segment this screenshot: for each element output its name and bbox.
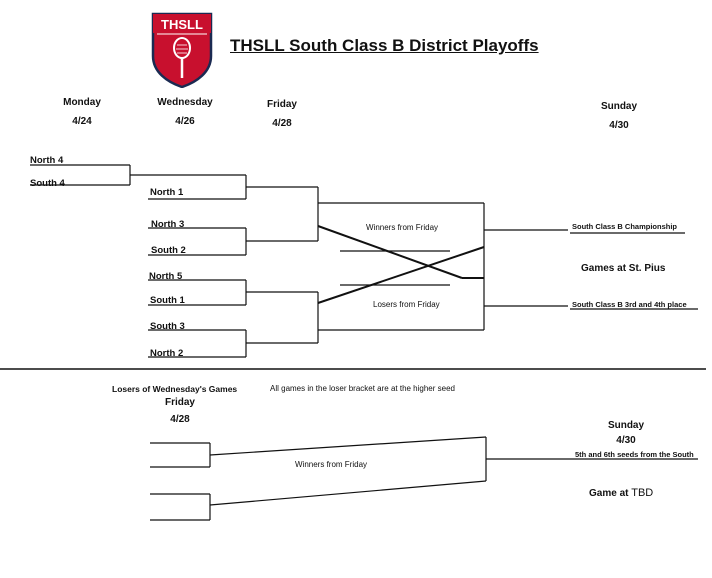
day-date: 4/30: [616, 435, 636, 446]
day-name: Wednesday: [157, 97, 213, 108]
venue-label-text: Game at: [589, 488, 629, 499]
team-south-2: South 2: [151, 245, 186, 256]
day-name: Friday: [266, 99, 297, 110]
day-header-wednesday: Wednesday 4/26: [155, 97, 215, 127]
logo-text: THSLL: [161, 17, 203, 32]
team-south-4: South 4: [30, 178, 65, 189]
friday-winners-label: Winners from Friday: [366, 223, 439, 232]
day-header-sunday: Sunday 4/30: [597, 101, 641, 131]
loser-bracket-heading: Losers of Wednesday's Games: [112, 384, 238, 394]
team-north-2: North 2: [150, 348, 184, 359]
day-date: 4/24: [72, 116, 92, 127]
loser-winners-label: Winners from Friday: [295, 460, 368, 469]
loser-bracket-note: All games in the loser bracket are at th…: [270, 384, 455, 393]
line-cross-a: [317, 225, 463, 279]
line-loser-g2-out: [209, 480, 487, 506]
team-north-4: North 4: [30, 155, 64, 166]
venue-value-text: TBD: [631, 487, 654, 499]
championship-label: South Class B Championship: [572, 222, 678, 231]
loser-day-header-sunday: Sunday 4/30: [604, 420, 648, 446]
venue-label: Games at St. Pius: [581, 263, 666, 274]
day-name: Monday: [63, 97, 101, 108]
loser-venue: Game at TBD: [589, 487, 653, 499]
friday-losers-label: Losers from Friday: [373, 300, 440, 309]
day-name: Friday: [164, 397, 195, 408]
loser-final-game-label: 5th and 6th seeds from the South: [575, 450, 694, 459]
day-date: 4/28: [272, 118, 292, 129]
loser-day-header-friday: Friday 4/28: [160, 397, 200, 425]
day-date: 4/26: [175, 116, 195, 127]
day-date: 4/28: [170, 414, 190, 425]
team-north-3: North 3: [151, 219, 185, 230]
day-name: Sunday: [600, 101, 638, 112]
day-name: Sunday: [607, 420, 645, 431]
line-cross-b: [317, 246, 485, 304]
team-south-1: South 1: [150, 295, 185, 306]
day-header-friday: Friday 4/28: [262, 99, 302, 129]
thsll-logo: THSLL: [151, 12, 213, 89]
day-date: 4/30: [609, 120, 629, 131]
day-header-monday: Monday 4/24: [62, 97, 102, 127]
team-north-1: North 1: [150, 187, 184, 198]
third-fourth-label: South Class B 3rd and 4th place: [572, 300, 687, 309]
lacrosse-stick-shield-logo-icon: THSLL: [151, 12, 213, 89]
line-loser-g1-out: [209, 436, 487, 456]
page-title: THSLL South Class B District Playoffs: [230, 36, 539, 55]
team-north-5: North 5: [149, 271, 183, 282]
team-south-3: South 3: [150, 321, 185, 332]
